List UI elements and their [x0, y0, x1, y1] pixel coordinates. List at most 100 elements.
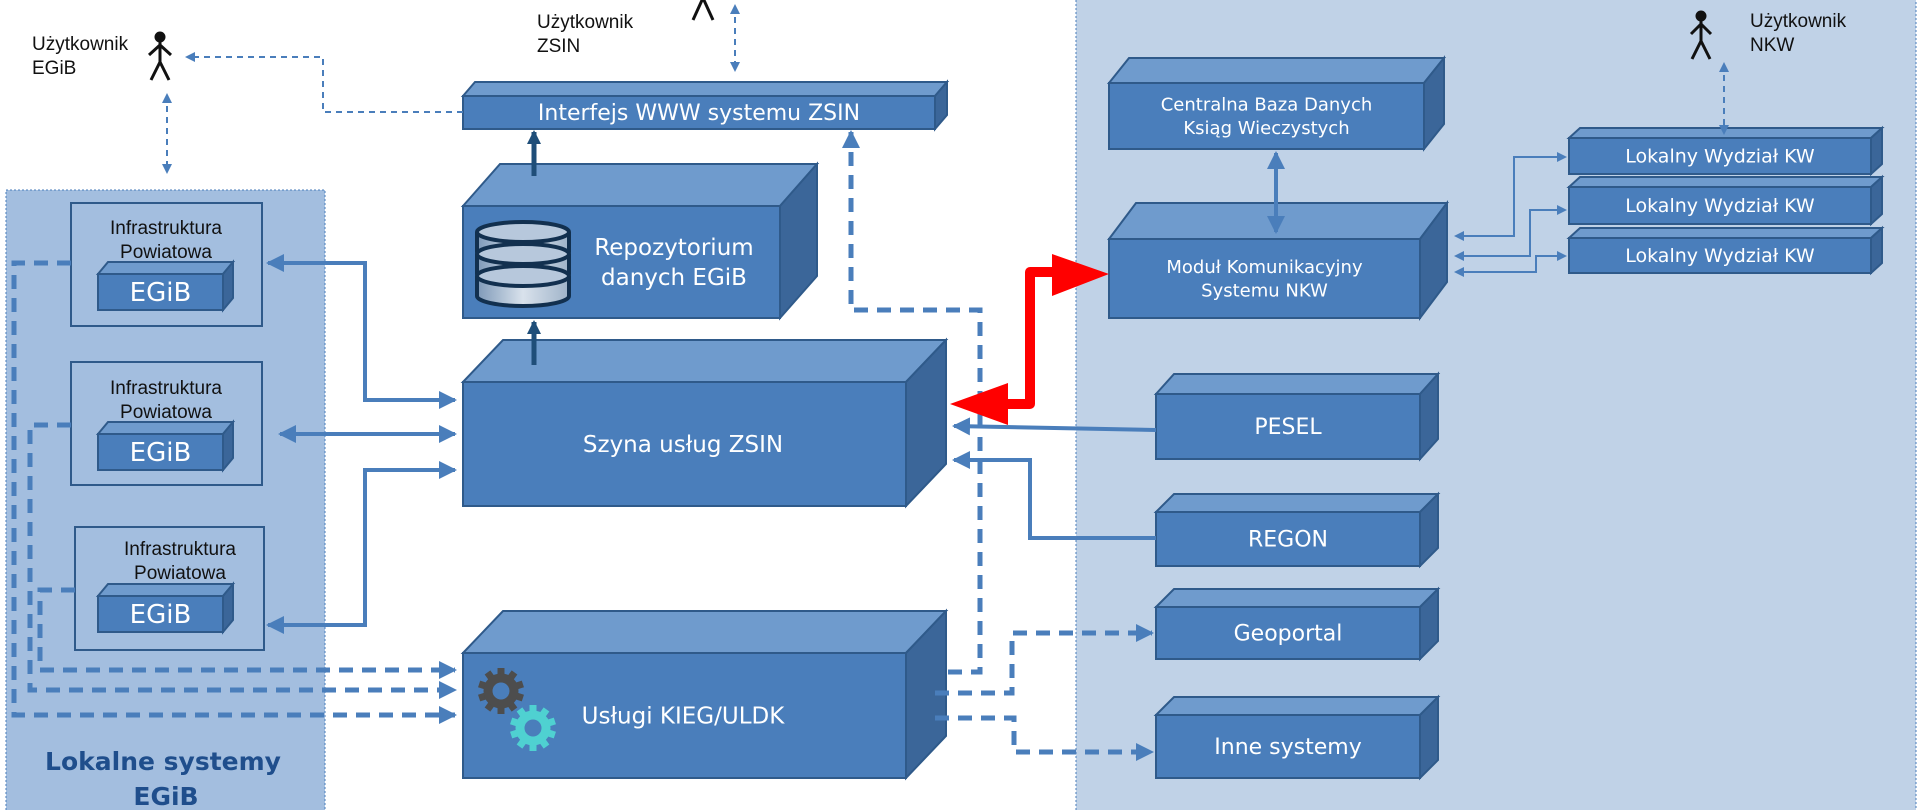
connector-regon-bus: [952, 451, 1156, 540]
connector-infra-3-services: [37, 587, 457, 679]
comm-module-box-front: [1108, 238, 1421, 319]
egib-box-3-front: [97, 595, 224, 633]
local-dept-box-3-front: [1568, 237, 1872, 274]
comm-module-box-label-2: Systemu NKW: [1201, 281, 1328, 302]
pesel-box[interactable]: PESEL: [1153, 371, 1441, 462]
user-egib[interactable]: Użytkownik EGiB: [32, 31, 173, 81]
egib-box-1-top: [95, 261, 236, 275]
egib-box-1[interactable]: EGiB: [95, 259, 236, 313]
connectors: [11, 4, 1729, 761]
user-nkw-label-2: NKW: [1750, 35, 1794, 56]
user-zsin[interactable]: Użytkownik ZSIN: [537, 0, 715, 57]
infra-label: Infrastruktura: [110, 218, 222, 239]
service-bus-box[interactable]: Szyna usług ZSIN: [460, 337, 949, 509]
connector-bus-infra-1: [266, 254, 457, 409]
egib-panel-subtitle: EGiB: [133, 782, 198, 810]
infra-box-3[interactable]: Infrastruktura Powiatowa: [74, 526, 265, 651]
other-systems-box-front: [1155, 714, 1421, 779]
infra-label-2: Powiatowa: [120, 402, 212, 423]
pesel-box-top: [1153, 373, 1441, 395]
regon-box-top: [1153, 493, 1441, 513]
database-icon: [475, 220, 571, 308]
www-interface-box-label: Interfejs WWW systemu ZSIN: [538, 101, 860, 126]
local-dept-box-2-label: Lokalny Wydział KW: [1625, 195, 1815, 217]
central-db-box-label-2: Ksiąg Wieczystych: [1183, 118, 1349, 139]
gear-icon: [510, 705, 556, 751]
gear-icon: [478, 668, 524, 714]
egib-box-2[interactable]: EGiB: [95, 419, 236, 473]
egib-box-1-front: [97, 273, 224, 311]
connector-www-user-egib: [185, 52, 463, 113]
other-systems-box-top: [1153, 696, 1441, 716]
person-icon: [147, 31, 173, 81]
service-bus-box-label: Szyna usług ZSIN: [583, 432, 783, 458]
infra-label: Infrastruktura: [124, 539, 236, 560]
geoportal-box-top: [1153, 588, 1441, 608]
geoportal-box-front: [1155, 606, 1421, 660]
local-dept-box-1[interactable]: Lokalny Wydział KW: [1566, 125, 1885, 177]
central-db-box-label: Centralna Baza Danych: [1161, 95, 1373, 116]
user-zsin-label: Użytkownik: [537, 12, 634, 33]
local-dept-box-1-label: Lokalny Wydział KW: [1625, 146, 1815, 168]
user-egib-label: Użytkownik: [32, 34, 129, 55]
other-systems-box-label: Inne systemy: [1214, 735, 1361, 760]
www-interface-box[interactable]: Interfejs WWW systemu ZSIN: [460, 79, 950, 132]
repository-box-label-2: danych EGiB: [601, 265, 747, 291]
local-dept-box-2[interactable]: Lokalny Wydział KW: [1566, 174, 1885, 227]
user-nkw[interactable]: Użytkownik NKW: [1689, 10, 1847, 60]
connector-module-lwk-3: [1454, 251, 1567, 277]
local-dept-box-3[interactable]: Lokalny Wydział KW: [1566, 225, 1885, 276]
egib-panel-title: Lokalne systemy: [45, 747, 281, 776]
user-egib-label-2: EGiB: [32, 58, 76, 79]
connector-services-www: [842, 130, 983, 675]
egib-box-2-front: [97, 433, 224, 471]
infra-label-2: Powiatowa: [134, 563, 226, 584]
service-bus-box-front: [462, 381, 907, 507]
connector-pesel-bus: [952, 417, 1157, 436]
connector-services-geoportal: [935, 624, 1154, 696]
other-systems-box[interactable]: Inne systemy: [1153, 694, 1441, 781]
connector-services-inne: [935, 715, 1154, 761]
egib-box-3-label: EGiB: [130, 600, 192, 630]
geoportal-box[interactable]: Geoportal: [1153, 586, 1441, 662]
comm-module-box-label: Moduł Komunikacyjny: [1166, 257, 1363, 278]
highlight-bus-module-arrow: [950, 254, 1109, 425]
repository-box-top: [460, 163, 820, 207]
services-box-top: [460, 610, 949, 654]
regon-box-label: REGON: [1248, 528, 1328, 553]
pesel-box-label: PESEL: [1254, 415, 1322, 440]
repository-box[interactable]: Repozytorium danych EGiB: [460, 161, 820, 321]
services-box[interactable]: Usługi KIEG/ULDK: [460, 608, 949, 781]
repository-box-label: Repozytorium: [594, 235, 753, 261]
connector-infra-1-services: [11, 260, 457, 724]
egib-box-2-top: [95, 421, 236, 435]
central-db-box-front: [1108, 82, 1425, 150]
person-icon: [1689, 10, 1713, 60]
regon-box[interactable]: REGON: [1153, 491, 1441, 569]
connector-infra-2-services: [27, 422, 457, 699]
person-icon: [691, 0, 715, 21]
local-dept-box-2-front: [1568, 186, 1872, 225]
connector-bus-infra-3: [266, 461, 457, 634]
local-dept-box-2-top: [1566, 176, 1885, 188]
pesel-box-front: [1155, 393, 1421, 460]
egib-box-1-label: EGiB: [130, 278, 192, 308]
geoportal-box-label: Geoportal: [1234, 622, 1343, 647]
infra-label-2: Powiatowa: [120, 242, 212, 263]
infra-box-1[interactable]: Infrastruktura Powiatowa: [70, 202, 263, 327]
central-db-box-top: [1106, 57, 1447, 84]
infra-box-2[interactable]: Infrastruktura Powiatowa: [70, 361, 263, 486]
local-dept-box-1-front: [1568, 137, 1872, 175]
local-dept-box-3-label: Lokalny Wydział KW: [1625, 245, 1815, 267]
local-dept-box-1-top: [1566, 127, 1885, 139]
egib-box-3-top: [95, 583, 236, 597]
user-nkw-label: Użytkownik: [1750, 11, 1847, 32]
infra-label: Infrastruktura: [110, 378, 222, 399]
user-zsin-label-2: ZSIN: [537, 36, 580, 57]
egib-box-2-label: EGiB: [130, 438, 192, 468]
regon-box-front: [1155, 511, 1421, 567]
egib-box-3[interactable]: EGiB: [95, 581, 236, 635]
www-interface-box-top: [460, 81, 950, 97]
